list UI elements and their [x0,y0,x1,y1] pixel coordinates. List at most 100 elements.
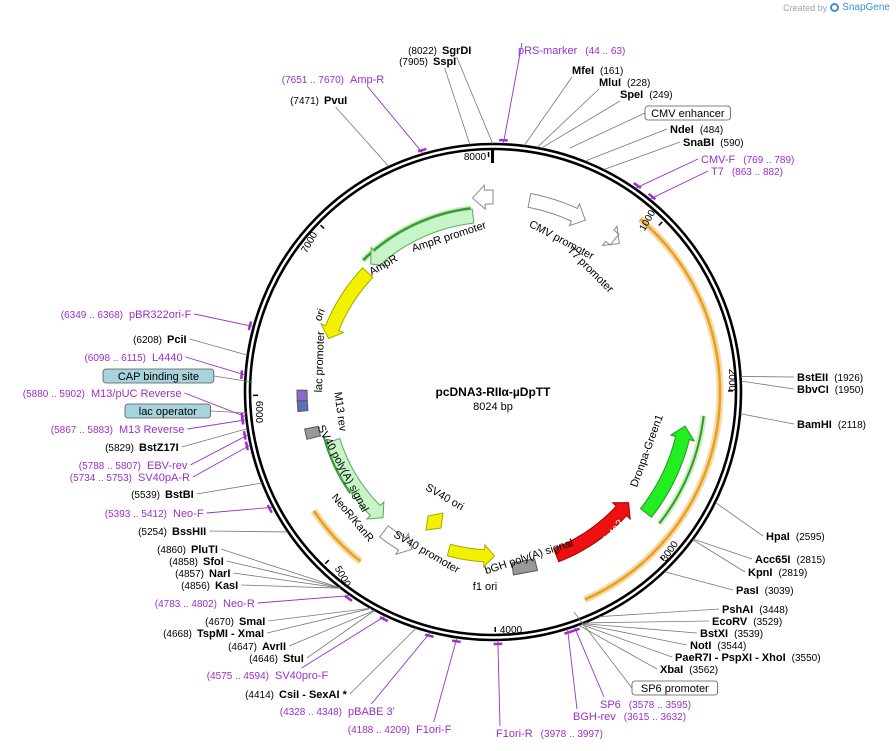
site-noti-position: (3544) [717,641,746,652]
site-nari-position: (4857) [175,569,204,580]
site-sfoi-name: SfoI [203,556,224,568]
site-pasi-leader [664,571,734,591]
primer-sv40pa-r-position: (5734 .. 5753) [70,473,132,484]
primer-m13-reverse-leader [187,419,247,430]
site-csii-sexai-name: CsiI - SexAI * [279,689,348,701]
sv40-polya-block [304,425,322,440]
site-ecorv-leader [584,620,710,624]
credit-brand: SnapGene [842,2,890,13]
site-acc65i-leader [693,538,753,560]
primer-sv40pro-f-mark [379,616,389,623]
primer-neo-f-leader [206,506,273,514]
bgh-polya-block [511,558,539,576]
primer-neo-r-leader [257,595,351,604]
primer-bgh-rev-leader [567,629,578,710]
backbone-inner-circle [248,147,738,637]
site-ndei-position: (484) [700,125,723,136]
site-kasi-name: KasI [215,580,238,592]
site-bstbi-leader [196,482,262,495]
t7-promoter-arrow [601,224,620,247]
site-sgrdi-position: (8022) [408,46,437,57]
site-nari-leader [233,572,341,589]
site-pvui-position: (7471) [290,96,319,107]
primer-sp6-leader [573,626,605,698]
tick-label-4000: 4000 [500,625,523,636]
feature-label-m13-rev: M13 rev [331,391,348,433]
site-tspmi-xmai-name: TspMI - XmaI [197,628,264,640]
site-sgrdi-name: SgrDI [442,45,471,57]
site-pcii-leader [189,338,248,356]
primer-t7-leader [649,170,709,200]
backbone-outer-circle [243,142,743,642]
primer-pbr322ori-f-position: (6349 .. 6368) [61,310,123,321]
snapgene-logo-icon [830,3,840,12]
primer-f1ori-f-name: F1ori-F [416,724,452,736]
site-mlui-leader [536,88,600,148]
site-bsshii-position: (5254) [138,527,167,538]
primer-neo-f-name: Neo-F [173,508,204,520]
site-bstz17i-name: BstZ17I [139,442,179,454]
primer-l4440-mark [240,370,244,380]
primer-ebv-rev-position: (5788 .. 5807) [79,461,141,472]
cds-band [584,218,722,601]
site-pluti-leader [220,548,340,589]
site-bbvci-name: BbvCI [797,384,829,396]
site-smai-leader [268,607,371,622]
site-pasi-name: PasI [736,585,759,597]
site-kasi-position: (4856) [181,581,210,592]
neor-kanr-arrow [325,438,385,520]
site-bamhi-position: (2118) [838,420,866,431]
site-hpai-leader [715,502,764,537]
site-stui-position: (4646) [249,654,278,665]
primer-cmv-f-mark [633,181,642,189]
feature-box-sp6-promoter-text: SP6 promoter [641,683,709,695]
ori-arrow [319,267,374,340]
site-xbai-leader [578,624,658,670]
primer-amp-r-mark [417,147,427,153]
site-bstxi-leader [582,623,698,634]
primer-amp-r-leader [366,85,424,154]
sv40-promoter-arrow [378,525,413,556]
site-ndei-leader [584,128,668,162]
primer-bgh-rev-position: (3615 .. 3632) [624,712,686,723]
site-pluti-position: (4860) [157,545,186,556]
primer-f1ori-r-position: (3978 .. 3997) [541,729,603,740]
feature-label-sv40-ori: SV40 ori [423,482,466,513]
feature-box-cap-binding-site [102,368,215,384]
primer-t7-position: (863 .. 882) [732,167,783,178]
primer-prs-marker-position: (44 .. 63) [585,46,625,57]
feature-layer [296,183,724,603]
dronpa-green1-arrow [639,425,696,518]
site-paer7i-pspxi-xhoi-position: (3550) [792,653,821,664]
ampr-arrow [370,208,475,267]
site-pvui-leader [335,106,390,167]
primer-pbabe-3-mark [424,633,434,639]
site-xbai-position: (3562) [689,665,718,676]
neo-green-band [322,434,352,494]
feature-box-lac-operator-text: lac operator [139,406,197,418]
site-bsteii-position: (1926) [834,373,863,384]
site-bstbi-position: (5539) [131,490,160,501]
tick-label-2000: 2000 [726,369,737,392]
site-tspmi-xmai-leader [266,608,371,634]
site-snabi-position: (590) [720,138,743,149]
site-csii-sexai-position: (4414) [245,690,274,701]
site-noti-name: NotI [690,640,711,652]
site-noti-leader [581,623,688,646]
feature-label-ori: ori [312,307,327,323]
site-ndei-name: NdeI [670,124,694,136]
site-avrii-name: AvrII [262,641,286,653]
feature-box-cmv-enhancer [644,105,731,121]
site-bstxi-name: BstXI [700,628,728,640]
site-pcii-position: (6208) [133,335,162,346]
primer-l4440-name: L4440 [152,352,183,364]
site-pshai-leader [599,608,720,618]
site-spei-leader [540,100,621,149]
origin-marker [491,150,494,163]
feature-box-lac-operator [124,403,211,419]
primer-t7-name: T7 [711,166,724,178]
primer-m13-reverse-position: (5867 .. 5883) [51,425,113,436]
site-bsteii-leader [741,376,795,378]
site-pluti-name: PluTI [191,544,218,556]
